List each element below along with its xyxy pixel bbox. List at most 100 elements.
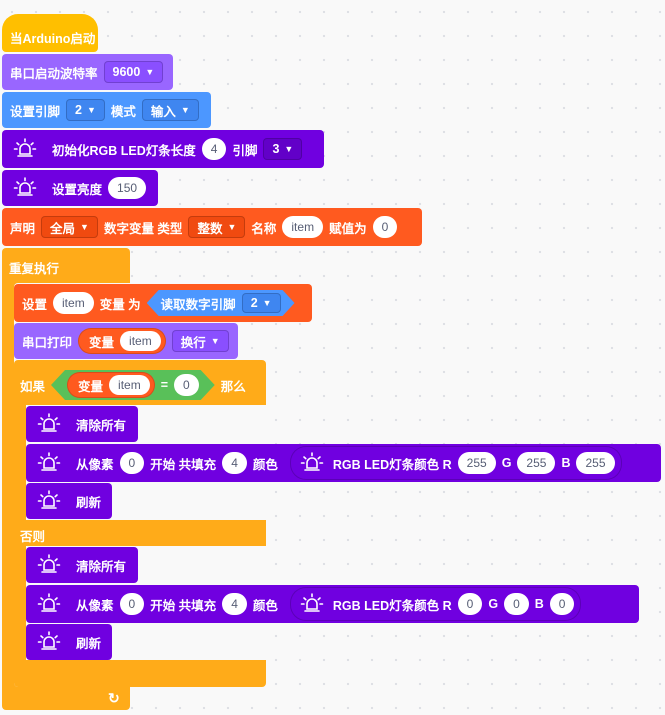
serial-baud-label: 串口启动波特率 [10, 66, 98, 81]
then-start-input[interactable]: 0 [119, 452, 145, 474]
led-icon [297, 589, 327, 619]
then-color-label: 颜色 [252, 457, 278, 472]
chevron-down-icon: ▼ [284, 144, 294, 154]
declare-label: 声明 [10, 221, 36, 236]
led-icon [34, 448, 64, 478]
scope-dropdown[interactable]: 全局 ▼ [41, 216, 98, 238]
cond-var-label: 变量 [78, 379, 104, 394]
as-label: 变量 为 [99, 297, 141, 312]
brightness-input[interactable]: 150 [108, 177, 147, 199]
start-label: 当Arduino启动 [10, 31, 96, 46]
type-label: 数字变量 类型 [103, 221, 183, 236]
else-r-input[interactable]: 0 [457, 593, 483, 615]
then-fill-pixels-block[interactable]: 从像素 0 开始 共填充 4 颜色 RGB LED灯条颜色 R 255 G 25… [26, 444, 661, 482]
then-refresh-label: 刷新 [76, 495, 102, 510]
chevron-down-icon: ▼ [210, 336, 220, 346]
name-label: 名称 [251, 221, 277, 236]
then-clear-all-block[interactable]: 清除所有 [26, 406, 138, 442]
else-b-input[interactable]: 0 [549, 593, 575, 615]
else-count-input[interactable]: 4 [222, 593, 247, 615]
pin-mode-label: 设置引脚 [10, 104, 61, 119]
newline-value: 换行 [180, 335, 206, 350]
init-rgb-strip-block[interactable]: 初始化RGB LED灯条长度 4 引脚 3 ▼ [2, 130, 324, 168]
else-label: 否则 [20, 530, 46, 544]
type-dropdown[interactable]: 整数 ▼ [188, 216, 246, 238]
then-rgb-label: RGB LED灯条颜色 R [332, 457, 452, 472]
serial-print-label: 串口打印 [22, 335, 73, 350]
chevron-down-icon: ▼ [180, 105, 190, 115]
led-icon [34, 550, 64, 580]
arduino-start-hat-block[interactable]: 当Arduino启动 [2, 14, 98, 52]
else-start-input[interactable]: 0 [119, 593, 145, 615]
then-refresh-block[interactable]: 刷新 [26, 483, 112, 519]
else-rgb-color-reporter[interactable]: RGB LED灯条颜色 R 0 G 0 B 0 [289, 587, 582, 621]
set-brightness-block[interactable]: 设置亮度 150 [2, 170, 158, 206]
equals-sign: = [160, 378, 169, 392]
brightness-label: 设置亮度 [52, 182, 103, 197]
if-header: 如果 变量 item = 0 那么 [20, 370, 246, 400]
else-clear-label: 清除所有 [76, 559, 127, 574]
read-pin-value: 2 [250, 296, 258, 310]
strip-length-input[interactable]: 4 [201, 138, 227, 160]
led-icon [34, 627, 64, 657]
led-icon [34, 486, 64, 516]
assign-label: 赋值为 [329, 221, 367, 236]
newline-dropdown[interactable]: 换行 ▼ [171, 330, 229, 352]
else-fill-pixels-block[interactable]: 从像素 0 开始 共填充 4 颜色 RGB LED灯条颜色 R 0 G 0 B … [26, 585, 639, 623]
init-pin-value: 3 [272, 142, 280, 156]
init-pin-dropdown[interactable]: 3 ▼ [263, 138, 303, 160]
set-variable-block[interactable]: 设置 item 变量 为 读取数字引脚 2 ▼ [14, 284, 312, 322]
chevron-down-icon: ▼ [227, 222, 237, 232]
else-refresh-block[interactable]: 刷新 [26, 624, 112, 660]
print-variable-reporter[interactable]: 变量 item [78, 328, 166, 354]
read-digital-pin-reporter[interactable]: 读取数字引脚 2 ▼ [147, 290, 295, 316]
pin-value: 2 [75, 103, 82, 117]
condition-variable-reporter[interactable]: 变量 item [67, 372, 155, 398]
initial-value-input[interactable]: 0 [372, 216, 398, 238]
init-rgb-label: 初始化RGB LED灯条长度 [52, 143, 196, 158]
then-from-label: 从像素 [76, 457, 114, 472]
then-g-label: G [501, 456, 512, 470]
print-var-name[interactable]: item [120, 331, 161, 351]
print-var-label: 变量 [89, 335, 115, 350]
then-g-input[interactable]: 255 [517, 452, 556, 474]
equals-operator[interactable]: 变量 item = 0 [51, 370, 215, 400]
else-g-label: G [488, 597, 499, 611]
mode-dropdown[interactable]: 输入 ▼ [141, 99, 199, 121]
set-var-name[interactable]: item [53, 292, 94, 314]
read-pin-dropdown[interactable]: 2 ▼ [242, 293, 281, 313]
else-fill-label: 开始 共填充 [150, 598, 217, 613]
pin-dropdown[interactable]: 2 ▼ [66, 99, 105, 121]
led-icon [34, 409, 64, 439]
serial-print-block[interactable]: 串口打印 变量 item 换行 ▼ [14, 323, 238, 359]
init-pin-label: 引脚 [232, 143, 258, 158]
serial-baud-block[interactable]: 串口启动波特率 9600 ▼ [2, 54, 173, 90]
pin-mode-block[interactable]: 设置引脚 2 ▼ 模式 输入 ▼ [2, 92, 211, 128]
compare-value-input[interactable]: 0 [174, 374, 199, 396]
baud-dropdown[interactable]: 9600 ▼ [103, 61, 164, 83]
loop-arrow-icon: ↻ [108, 690, 120, 706]
led-icon [34, 589, 64, 619]
else-rgb-label: RGB LED灯条颜色 R [332, 598, 452, 613]
scope-value: 全局 [50, 221, 76, 236]
mode-value: 输入 [150, 104, 176, 119]
cond-var-name[interactable]: item [109, 375, 150, 395]
if-label: 如果 [20, 379, 46, 394]
then-fill-label: 开始 共填充 [150, 457, 217, 472]
forever-label: 重复执行 [9, 262, 60, 276]
then-b-label: B [561, 456, 571, 470]
else-refresh-label: 刷新 [76, 636, 102, 651]
then-r-input[interactable]: 255 [457, 452, 496, 474]
then-rgb-color-reporter[interactable]: RGB LED灯条颜色 R 255 G 255 B 255 [289, 446, 622, 480]
chevron-down-icon: ▼ [86, 105, 96, 115]
variable-name-input[interactable]: item [282, 216, 324, 238]
then-count-input[interactable]: 4 [222, 452, 247, 474]
led-icon [10, 173, 40, 203]
then-b-input[interactable]: 255 [576, 452, 615, 474]
chevron-down-icon: ▼ [262, 298, 272, 308]
else-g-input[interactable]: 0 [504, 593, 529, 615]
else-from-label: 从像素 [76, 598, 114, 613]
declare-variable-block[interactable]: 声明 全局 ▼ 数字变量 类型 整数 ▼ 名称 item 赋值为 0 [2, 208, 422, 246]
led-icon [10, 134, 40, 164]
else-clear-all-block[interactable]: 清除所有 [26, 547, 138, 583]
